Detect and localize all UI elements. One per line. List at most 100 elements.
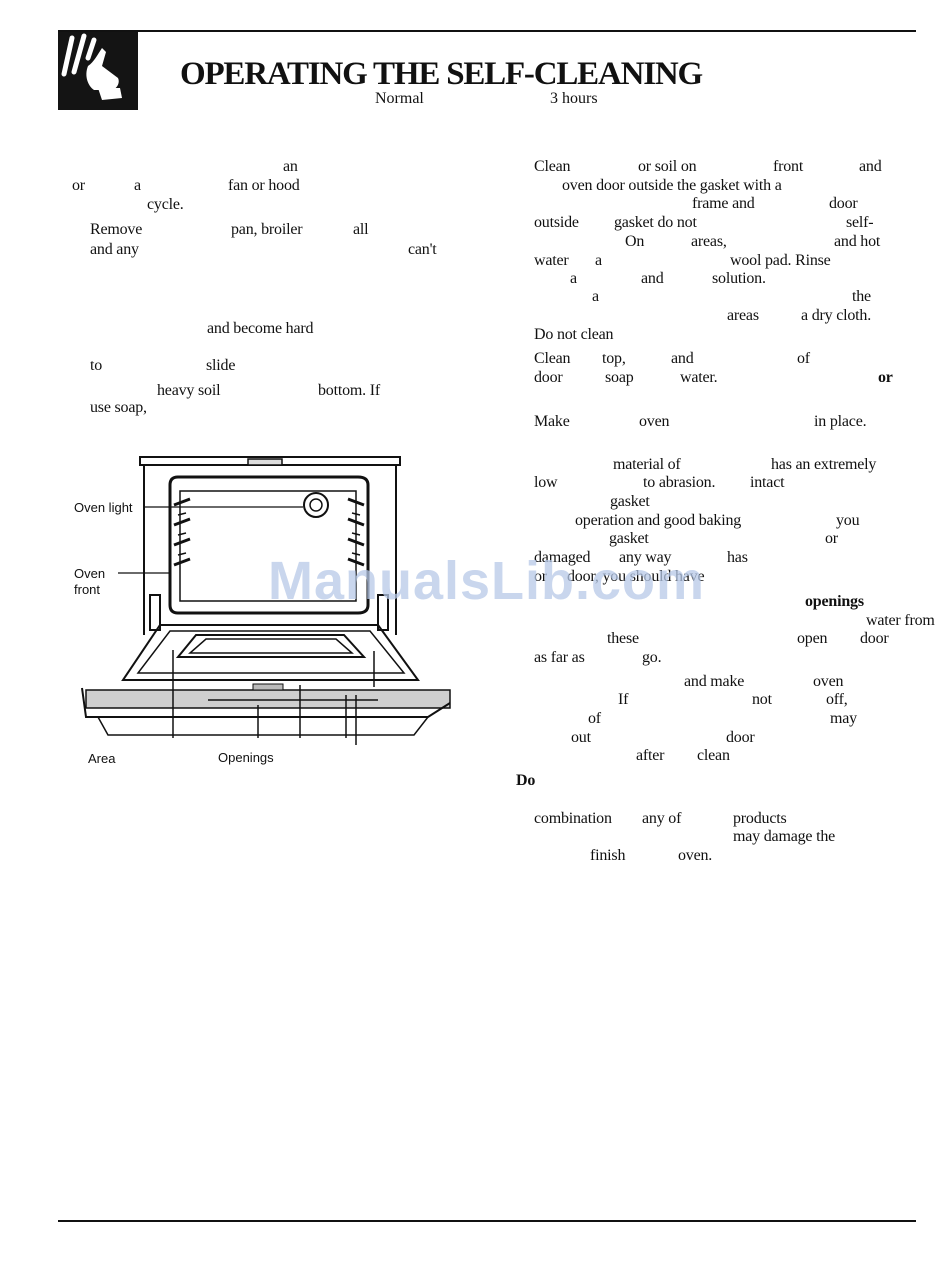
text-fragment: to abrasion. bbox=[643, 474, 716, 491]
text-fragment: products bbox=[733, 810, 787, 827]
text-fragment: has bbox=[727, 549, 748, 566]
text-fragment: and hot bbox=[834, 233, 881, 250]
text-fragment: clean bbox=[697, 747, 730, 764]
text-fragment: can't bbox=[408, 241, 437, 258]
text-fragment: water. bbox=[680, 369, 718, 386]
text-fragment: Remove bbox=[90, 221, 143, 238]
text-fragment: material of bbox=[613, 456, 681, 473]
text-fragment: oven. bbox=[678, 847, 713, 864]
text-fragment: door bbox=[860, 630, 889, 647]
text-fragment: or bbox=[825, 530, 838, 547]
text-fragment: all bbox=[353, 221, 369, 238]
text-fragment: go. bbox=[642, 649, 662, 666]
text-fragment: as far as bbox=[534, 649, 585, 666]
text-fragment: wool pad. Rinse bbox=[730, 252, 831, 269]
oven-illustration bbox=[78, 455, 453, 747]
text-fragment: fan or hood bbox=[228, 177, 300, 194]
text-fragment: areas, bbox=[691, 233, 727, 250]
text-fragment: pan, broiler bbox=[231, 221, 303, 238]
text-fragment: the bbox=[852, 288, 871, 305]
text-fragment: off, bbox=[826, 691, 848, 708]
text-fragment: these bbox=[607, 630, 639, 647]
text-fragment: may damage the bbox=[733, 828, 836, 845]
text-fragment: areas bbox=[727, 307, 759, 324]
text-fragment: self- bbox=[846, 214, 874, 231]
text-fragment: soap bbox=[605, 369, 634, 386]
text-fragment: open bbox=[797, 630, 828, 647]
text-fragment: you bbox=[836, 512, 860, 529]
text-fragment: oven bbox=[639, 413, 670, 430]
bottom-rule bbox=[58, 1220, 916, 1222]
text-fragment: and any bbox=[90, 241, 139, 258]
text-fragment: gasket bbox=[610, 493, 650, 510]
text-fragment: a bbox=[570, 270, 577, 287]
label-area: Area bbox=[88, 751, 116, 766]
label-oven-front-line1: Oven bbox=[74, 566, 106, 581]
text-fragment: If bbox=[618, 691, 629, 708]
text-fragment: has an extremely bbox=[771, 456, 877, 473]
text-fragment: gasket bbox=[609, 530, 649, 547]
text-fragment: front bbox=[773, 158, 804, 175]
text-fragment: Make bbox=[534, 413, 570, 430]
text-fragment: and bbox=[671, 350, 694, 367]
text-fragment: operation and good baking bbox=[575, 512, 742, 529]
text-fragment: an bbox=[283, 158, 298, 175]
text-fragment: any way bbox=[619, 549, 672, 566]
watermark: ManualsLib.com bbox=[268, 551, 706, 611]
text-fragment: heavy soil bbox=[157, 382, 221, 399]
label-oven-front-line2: front bbox=[74, 582, 101, 597]
text-fragment: door bbox=[829, 195, 858, 212]
text-fragment: combination bbox=[534, 810, 612, 827]
text-fragment: and become hard bbox=[207, 320, 314, 337]
text-fragment: and bbox=[859, 158, 882, 175]
text-fragment: gasket do not bbox=[614, 214, 697, 231]
text-fragment: damaged bbox=[534, 549, 591, 566]
text-fragment: or bbox=[534, 568, 547, 585]
text-fragment: intact bbox=[750, 474, 785, 491]
text-fragment: oven bbox=[813, 673, 844, 690]
text-fragment: cycle. bbox=[147, 196, 184, 213]
text-fragment: door bbox=[726, 729, 755, 746]
text-fragment: or bbox=[72, 177, 85, 194]
text-fragment: not bbox=[752, 691, 772, 708]
text-fragment: any of bbox=[642, 810, 682, 827]
hand-wipe-logo-icon bbox=[58, 32, 138, 110]
text-fragment: openings bbox=[805, 593, 864, 610]
text-fragment: top, bbox=[602, 350, 626, 367]
label-oven-light: Oven light bbox=[74, 500, 133, 515]
text-fragment: Clean bbox=[534, 158, 571, 175]
text-fragment: low bbox=[534, 474, 558, 491]
text-fragment: water from bbox=[866, 612, 935, 629]
text-fragment: use soap, bbox=[90, 399, 147, 416]
text-fragment: Do not clean bbox=[534, 326, 614, 343]
page-title: OPERATING THE SELF-CLEANING bbox=[180, 56, 703, 92]
text-fragment: and bbox=[641, 270, 664, 287]
text-fragment: outside bbox=[534, 214, 579, 231]
text-fragment: solution. bbox=[712, 270, 766, 287]
text-fragment: or bbox=[878, 369, 893, 386]
text-fragment: a bbox=[134, 177, 141, 194]
text-fragment: Do bbox=[516, 772, 536, 789]
text-fragment: On bbox=[625, 233, 645, 250]
text-fragment: bottom. If bbox=[318, 382, 380, 399]
text-fragment: and make bbox=[684, 673, 745, 690]
text-fragment: of bbox=[588, 710, 601, 727]
subtitle-normal: Normal bbox=[375, 90, 424, 107]
text-fragment: door, you should have bbox=[567, 568, 705, 585]
text-fragment: Clean bbox=[534, 350, 571, 367]
text-fragment: after bbox=[636, 747, 665, 764]
text-fragment: slide bbox=[206, 357, 236, 374]
subtitle-hours: 3 hours bbox=[550, 90, 598, 107]
top-rule bbox=[58, 30, 916, 32]
text-fragment: in place. bbox=[814, 413, 867, 430]
text-fragment: a bbox=[592, 288, 599, 305]
text-fragment: door bbox=[534, 369, 563, 386]
text-fragment: out bbox=[571, 729, 591, 746]
text-fragment: frame and bbox=[692, 195, 755, 212]
text-fragment: oven door outside the gasket with a bbox=[562, 177, 782, 194]
text-fragment: may bbox=[830, 710, 857, 727]
text-fragment: water bbox=[534, 252, 569, 269]
text-fragment: finish bbox=[590, 847, 626, 864]
text-fragment: to bbox=[90, 357, 103, 374]
text-fragment: of bbox=[797, 350, 810, 367]
